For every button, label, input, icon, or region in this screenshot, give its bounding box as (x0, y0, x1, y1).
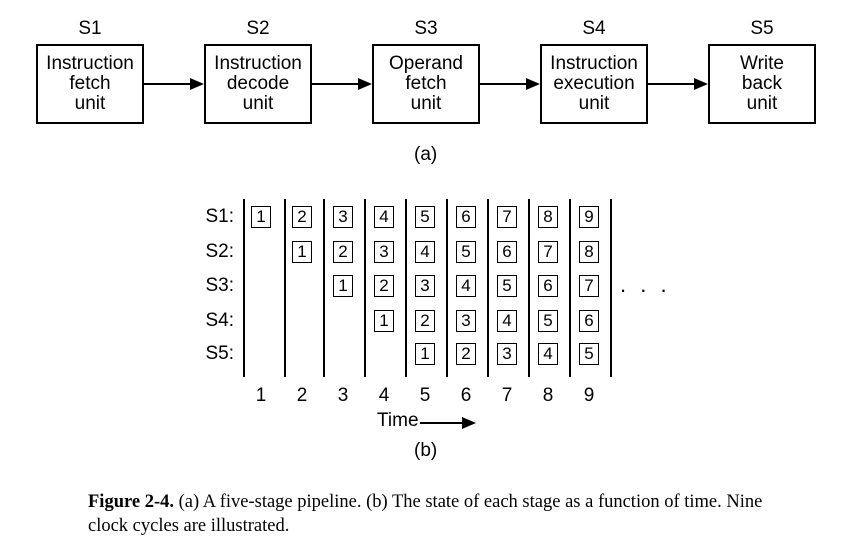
instruction-cell: 2 (292, 206, 312, 228)
instruction-cell: 1 (251, 206, 271, 228)
row-label: S2: (205, 241, 234, 262)
pipeline-arrow-head (190, 78, 204, 90)
part-a-label: (a) (414, 144, 438, 165)
instruction-cell: 4 (538, 343, 558, 365)
instruction-cell: 6 (456, 206, 476, 228)
instruction-cell: 5 (579, 343, 599, 365)
stage-box-s5: Write back unit (708, 44, 816, 124)
pipeline-arrow (144, 83, 192, 85)
instruction-cell: 7 (538, 241, 558, 263)
clock-cycle-label: 2 (296, 385, 308, 406)
instruction-cell: 4 (415, 241, 435, 263)
stage-label-s4: S4 (582, 18, 606, 39)
row-label: S4: (205, 310, 234, 331)
instruction-cell: 2 (374, 275, 394, 297)
clock-divider (528, 199, 530, 377)
clock-cycle-label: 3 (337, 385, 349, 406)
instruction-cell: 3 (415, 275, 435, 297)
instruction-cell: 5 (415, 206, 435, 228)
pipeline-arrow-head (358, 78, 372, 90)
instruction-cell: 7 (497, 206, 517, 228)
part-b-label: (b) (414, 440, 438, 461)
instruction-cell: 2 (456, 343, 476, 365)
instruction-cell: 5 (538, 310, 558, 332)
stage-box-text: Instruction fetch unit (46, 53, 134, 114)
ellipsis: . . . (620, 272, 671, 297)
clock-cycle-label: 9 (583, 385, 595, 406)
instruction-cell: 4 (456, 275, 476, 297)
instruction-cell: 6 (538, 275, 558, 297)
pipeline-arrow (480, 83, 528, 85)
pipeline-arrow-head (694, 78, 708, 90)
time-label-text: Time (377, 410, 419, 431)
clock-cycle-label: 7 (501, 385, 513, 406)
clock-cycle-label: 8 (542, 385, 554, 406)
time-arrow-head (462, 417, 476, 429)
figure-caption: Figure 2-4. (a) A five-stage pipeline. (… (88, 490, 778, 538)
clock-cycle-label: 6 (460, 385, 472, 406)
time-arrow (420, 422, 464, 424)
clock-divider (364, 199, 366, 377)
stage-box-s3: Operand fetch unit (372, 44, 480, 124)
clock-cycle-label: 5 (419, 385, 431, 406)
instruction-cell: 3 (333, 206, 353, 228)
stage-box-text: Write back unit (740, 53, 784, 114)
instruction-cell: 8 (579, 241, 599, 263)
clock-divider (569, 199, 571, 377)
caption-figure-number: Figure 2-4. (88, 492, 174, 512)
row-label: S5: (205, 343, 234, 364)
stage-box-s2: Instruction decode unit (204, 44, 312, 124)
clock-cycle-label: 1 (255, 385, 267, 406)
instruction-cell: 7 (579, 275, 599, 297)
instruction-cell: 6 (579, 310, 599, 332)
stage-box-s4: Instruction execution unit (540, 44, 648, 124)
instruction-cell: 5 (456, 241, 476, 263)
instruction-cell: 8 (538, 206, 558, 228)
instruction-cell: 5 (497, 275, 517, 297)
stage-label-s3: S3 (414, 18, 438, 39)
clock-divider (243, 199, 245, 377)
instruction-cell: 4 (497, 310, 517, 332)
pipeline-arrow (648, 83, 696, 85)
clock-divider (323, 199, 325, 377)
stage-box-s1: Instruction fetch unit (36, 44, 144, 124)
row-label: S1: (205, 206, 234, 227)
pipeline-arrow (312, 83, 360, 85)
row-label: S3: (205, 275, 234, 296)
instruction-cell: 1 (415, 343, 435, 365)
stage-label-s2: S2 (246, 18, 270, 39)
stage-box-text: Operand fetch unit (389, 53, 463, 114)
stage-box-text: Instruction decode unit (214, 53, 302, 114)
clock-divider (405, 199, 407, 377)
instruction-cell: 2 (333, 241, 353, 263)
instruction-cell: 9 (579, 206, 599, 228)
instruction-cell: 3 (456, 310, 476, 332)
instruction-cell: 3 (497, 343, 517, 365)
instruction-cell: 1 (333, 275, 353, 297)
clock-divider (610, 199, 612, 377)
instruction-cell: 4 (374, 206, 394, 228)
pipeline-arrow-head (526, 78, 540, 90)
instruction-cell: 1 (374, 310, 394, 332)
clock-divider (487, 199, 489, 377)
instruction-cell: 2 (415, 310, 435, 332)
instruction-cell: 3 (374, 241, 394, 263)
stage-label-s1: S1 (78, 18, 102, 39)
stage-label-s5: S5 (750, 18, 774, 39)
stage-box-text: Instruction execution unit (550, 53, 638, 114)
instruction-cell: 6 (497, 241, 517, 263)
clock-cycle-label: 4 (378, 385, 390, 406)
clock-divider (446, 199, 448, 377)
time-axis-label: Time (377, 410, 419, 432)
caption-text: (a) A five-stage pipeline. (b) The state… (88, 492, 763, 536)
instruction-cell: 1 (292, 241, 312, 263)
clock-divider (284, 199, 286, 377)
